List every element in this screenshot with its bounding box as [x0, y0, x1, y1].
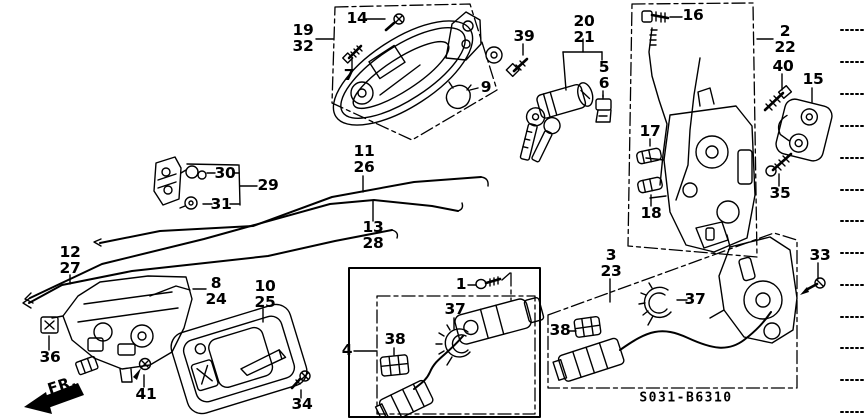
callout-41: 41	[135, 385, 157, 404]
bolt-7-drawing	[342, 44, 363, 64]
callout-11-26: 11 26	[353, 142, 375, 176]
callout-31: 31	[210, 195, 232, 214]
callout-8-24: 8 24	[205, 274, 227, 308]
clip-36-drawing	[40, 316, 59, 334]
pillar-bracket-drawing	[153, 156, 182, 206]
callout-19-32: 19 32	[292, 21, 314, 55]
bolt-16-drawing	[641, 10, 670, 23]
callout-33: 33	[809, 246, 831, 265]
connector-38-front-drawing	[379, 354, 410, 377]
callout-14: 14	[346, 9, 368, 28]
handle-grommet-drawing	[485, 46, 503, 64]
callout-1: 1	[455, 275, 467, 294]
callout-37-front: 37	[444, 300, 466, 319]
bolt-39-drawing	[505, 57, 529, 78]
callout-6: 6	[598, 74, 610, 93]
diagram-code: S031-B6310	[639, 390, 733, 406]
bolt-35-drawing	[765, 152, 793, 177]
callout-18: 18	[640, 204, 662, 223]
callout-3-23: 3 23	[600, 246, 622, 280]
leader-lines	[48, 16, 819, 399]
fr-direction-arrow-icon	[24, 383, 84, 414]
callout-13-28: 13 28	[362, 218, 384, 252]
callout-30: 30	[214, 164, 236, 183]
page-edge-marks	[840, 29, 864, 413]
screw-14-drawing	[384, 13, 405, 32]
striker-15-drawing	[775, 98, 833, 162]
detail-box-front-outer	[348, 267, 541, 418]
callout-34: 34	[291, 395, 313, 414]
detail-box-outside-handle	[331, 3, 498, 141]
callout-2-22: 2 22	[774, 22, 796, 56]
inside-handle-garnish-drawing	[170, 303, 308, 415]
detail-box-door-lock	[627, 2, 758, 258]
detail-box-rear-actuator	[547, 232, 798, 389]
screw-33-drawing	[800, 277, 826, 295]
inside-handle-bracket-drawing	[51, 275, 193, 383]
clamp-37-rear-drawing	[638, 282, 672, 326]
front-actuator-drawing	[374, 296, 545, 418]
rear-lock-drawing	[709, 234, 798, 344]
screw-34-drawing	[290, 370, 311, 390]
callout-37-rear: 37	[684, 290, 706, 309]
callout-5: 5	[598, 58, 610, 77]
callout-4: 4	[341, 341, 353, 360]
bolt-40-drawing	[763, 85, 793, 112]
callout-12-27: 12 27	[59, 243, 81, 277]
clip-17-drawing	[636, 147, 662, 165]
callout-35: 35	[769, 184, 791, 203]
lock-cylinder-keys-drawing	[519, 82, 594, 163]
callout-7: 7	[343, 66, 355, 85]
rod-12-27-drawing	[22, 229, 399, 309]
clip-18-drawing	[637, 176, 663, 194]
rear-actuator-drawing	[552, 311, 772, 382]
lock-lower-bracket-drawing	[695, 221, 729, 249]
switch-5-6-drawing	[595, 94, 612, 123]
lock-rod-drawing	[648, 27, 701, 201]
callout-16: 16	[682, 6, 704, 25]
screw-1-drawing	[475, 276, 502, 290]
callout-10-25: 10 25	[254, 277, 276, 311]
callout-15: 15	[802, 70, 824, 89]
callout-36: 36	[39, 348, 61, 367]
callout-9: 9	[480, 78, 492, 97]
outside-handle-drawing	[332, 11, 482, 126]
callout-20-21: 20 21	[573, 12, 595, 46]
grommet-31-drawing	[179, 196, 198, 210]
door-lock-assembly-drawing	[645, 87, 756, 253]
callout-38-rear: 38	[549, 321, 571, 340]
detail-box-front-inner	[376, 295, 536, 415]
callout-17: 17	[639, 122, 661, 141]
screw-41-drawing	[133, 357, 152, 380]
clamp-37-front-drawing	[435, 324, 471, 366]
small-bracket-drawing	[75, 355, 99, 376]
grommet-30-drawing	[180, 165, 207, 180]
rod-11-26-drawing	[93, 176, 489, 247]
callout-39: 39	[513, 27, 535, 46]
callout-38-front: 38	[384, 330, 406, 349]
connector-38-rear-drawing	[573, 315, 602, 338]
clip-9-drawing	[445, 81, 472, 110]
callout-40: 40	[772, 57, 794, 76]
callout-29: 29	[257, 176, 279, 195]
